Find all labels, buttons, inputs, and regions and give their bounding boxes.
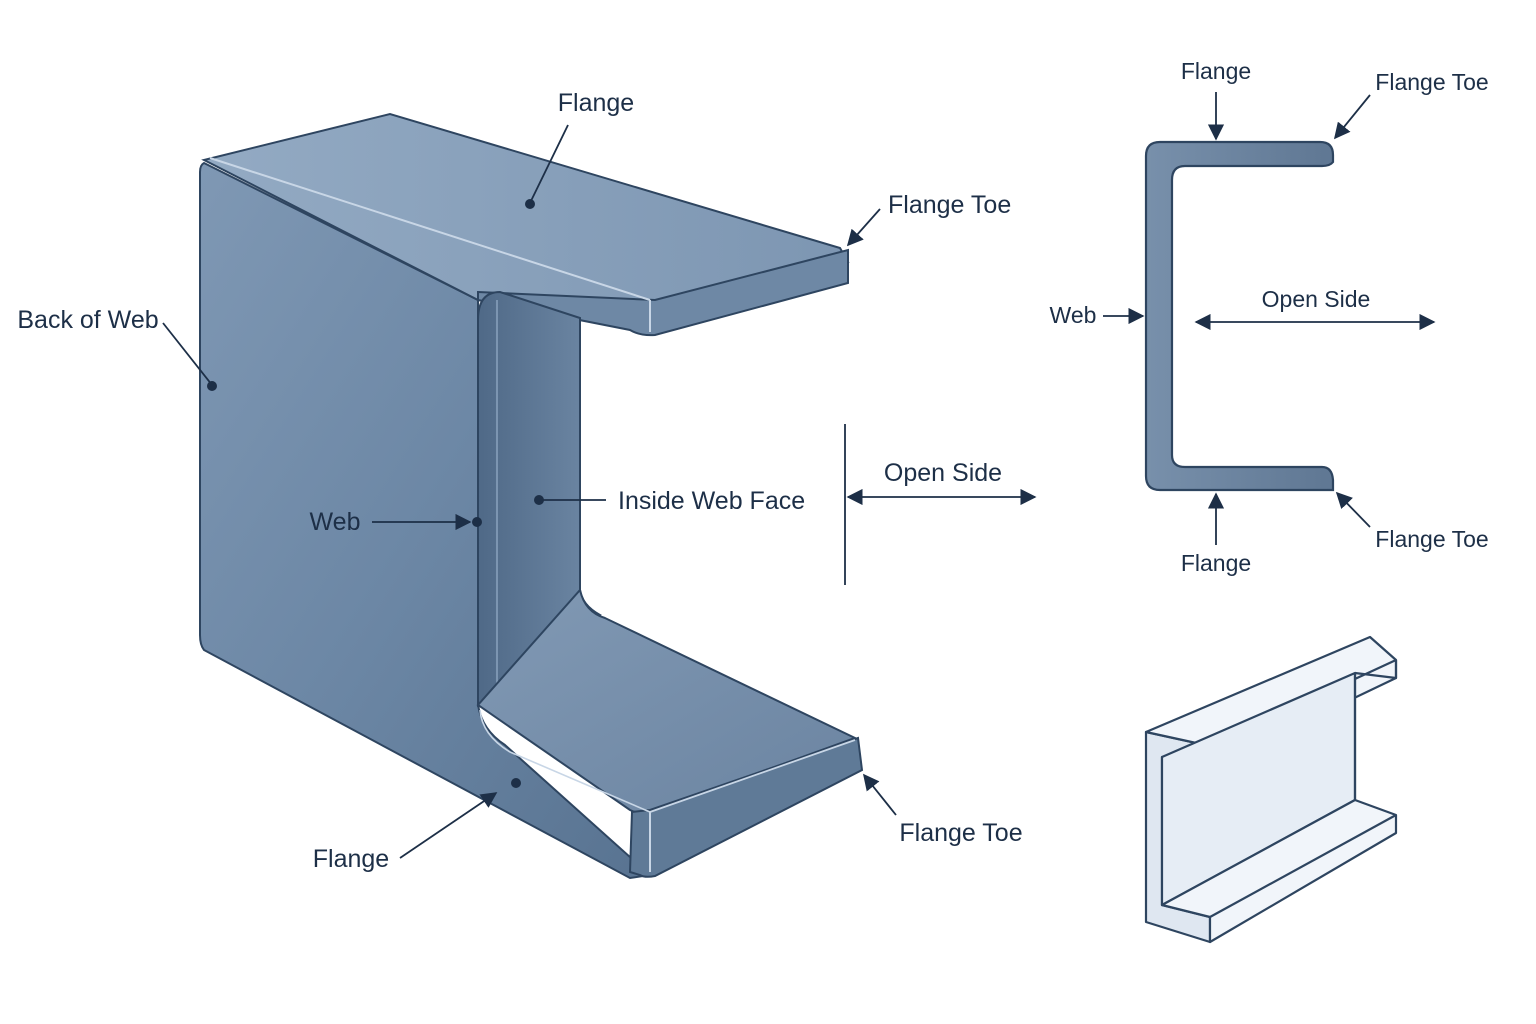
section-label-web: Web (1050, 302, 1097, 328)
label-flange-top: Flange (558, 89, 634, 117)
section-label-flange-toe-bottom: Flange Toe (1375, 526, 1488, 552)
label-inside-web-face: Inside Web Face (618, 487, 805, 515)
section-labels: Flange Flange Toe Web Open Side Flange T… (1050, 58, 1489, 576)
label-back-of-web: Back of Web (17, 306, 158, 334)
back-of-web-face (199, 161, 653, 880)
label-web: Web (310, 508, 361, 536)
main-labels: Flange Flange Toe Back of Web Web Inside… (17, 89, 1022, 873)
section-label-flange-bottom: Flange (1181, 550, 1251, 576)
label-open-side: Open Side (884, 459, 1002, 487)
section-label-open-side: Open Side (1262, 286, 1371, 312)
channel-isometric-outline (1144, 635, 1398, 944)
label-flange-toe-top: Flange Toe (888, 191, 1011, 219)
channel-3d (199, 112, 864, 880)
iso-web-end (1354, 660, 1398, 680)
top-flange-edge (477, 248, 849, 337)
section-leaders (1103, 92, 1436, 545)
section-label-flange-toe-top: Flange Toe (1375, 69, 1488, 95)
main-leaders (162, 124, 1037, 859)
channel-cross-section (1144, 140, 1335, 492)
section-label-flange-top: Flange (1181, 58, 1251, 84)
bottom-flange-edge (628, 736, 864, 878)
label-flange-bottom: Flange (313, 845, 389, 873)
section-outline (1144, 140, 1335, 492)
label-flange-toe-bottom: Flange Toe (899, 819, 1022, 847)
